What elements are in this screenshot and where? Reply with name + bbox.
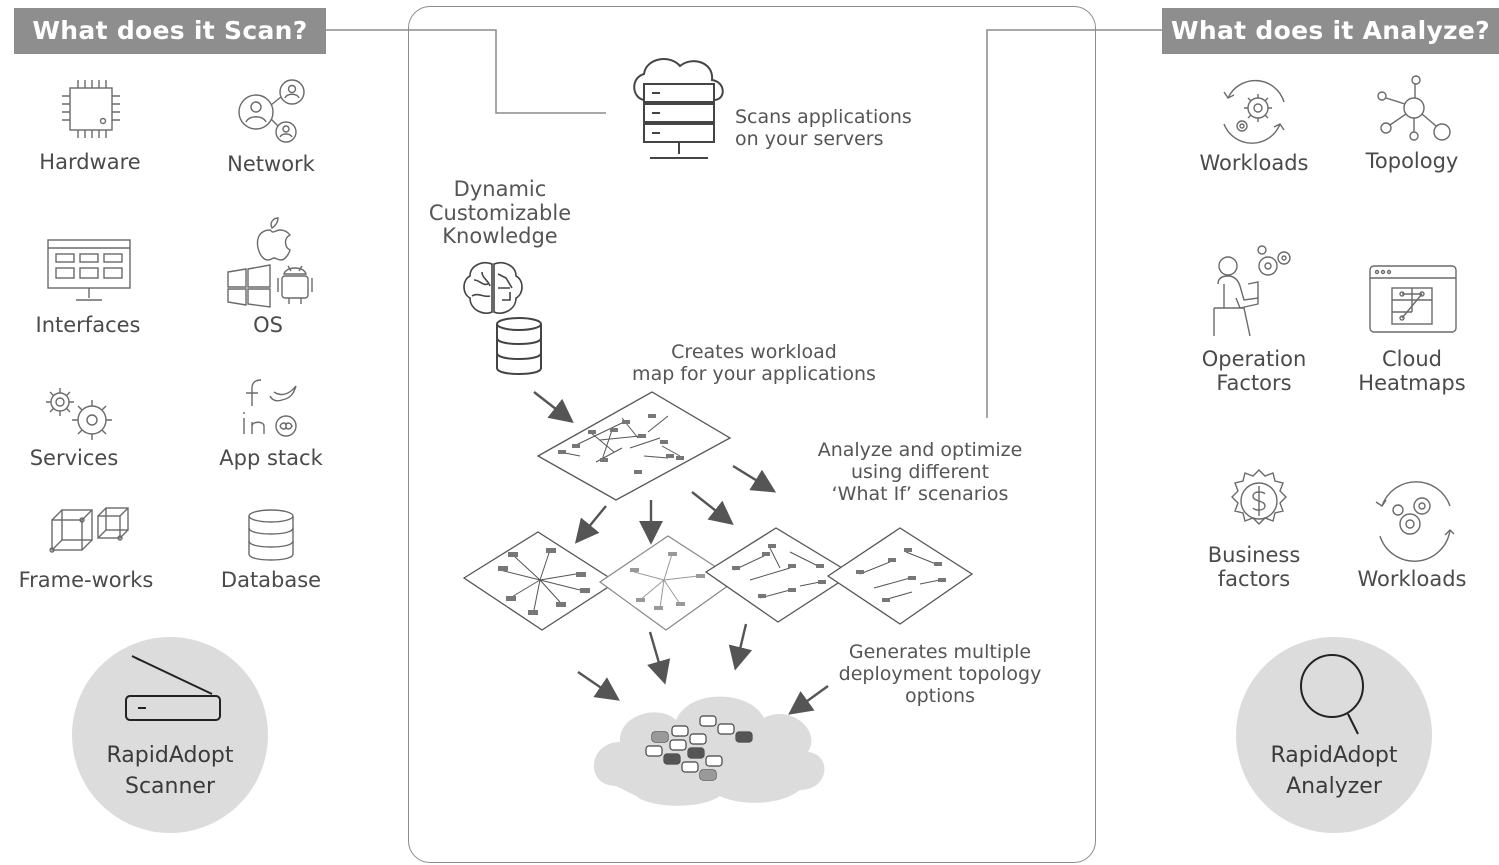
scanner-icon [125, 655, 221, 721]
cubes-icon [49, 507, 129, 553]
network-users-icon [238, 79, 305, 143]
gears-icon [46, 388, 112, 440]
scan-label-app-stack: App stack [219, 446, 323, 470]
analyze-annotation: Analyze and optimize using different ‘Wh… [817, 439, 1023, 505]
scanner-circle [72, 637, 268, 833]
workload-map-option-3 [704, 527, 854, 623]
analyze-label-business-factors: Business factors [1207, 543, 1301, 591]
process-panel [408, 6, 1096, 863]
topology-icon [1377, 75, 1451, 141]
creates-annotation: Creates workload map for your applicatio… [632, 341, 876, 385]
deployment-cloud-icon [593, 696, 825, 806]
database-icon [248, 509, 294, 561]
heatmap-window-icon [1369, 265, 1457, 333]
interface-screen-icon [47, 239, 131, 301]
workload-map-option-1 [462, 531, 618, 631]
scan-header: What does it Scan? [14, 8, 326, 54]
analyze-label-operation-factors: Operation Factors [1201, 347, 1307, 395]
brain-icon [463, 261, 523, 314]
person-gears-icon [1213, 245, 1291, 337]
gear-cycle-icon [1223, 79, 1285, 144]
dollar-gear-icon [1231, 469, 1287, 525]
workload-map-main [536, 391, 732, 501]
gear-cycle-icon [1375, 481, 1455, 562]
analyzer-circle [1236, 637, 1432, 833]
scan-label-frameworks: Frame-works [18, 568, 154, 592]
workload-map-option-4 [826, 527, 974, 625]
os-logos-icon [227, 217, 313, 308]
analyzer-label: RapidAdopt Analyzer [1270, 743, 1398, 799]
cloud-server-icon [633, 58, 724, 159]
analyze-label-workloads-2: Workloads [1357, 567, 1467, 591]
scan-label-os: OS [253, 313, 283, 337]
analyze-label-workloads-1: Workloads [1199, 151, 1309, 175]
scan-label-network: Network [227, 152, 315, 176]
knowledge-database-icon [496, 317, 542, 376]
scan-label-database: Database [220, 568, 322, 592]
scan-label-interfaces: Interfaces [35, 313, 141, 337]
knowledge-annotation: Dynamic Customizable Knowledge [428, 177, 572, 248]
social-apps-icon [243, 379, 297, 437]
generates-annotation: Generates multiple deployment topology o… [838, 641, 1042, 707]
analyze-label-topology: Topology [1365, 149, 1459, 173]
analyze-header: What does it Analyze? [1162, 8, 1499, 54]
chip-icon [62, 80, 120, 138]
scan-label-services: Services [29, 446, 119, 470]
analyze-label-cloud-heatmaps: Cloud Heatmaps [1358, 347, 1466, 395]
workload-map-option-2 [598, 535, 738, 631]
scans-annotation: Scans applications on your servers [735, 106, 912, 150]
magnifier-icon [1300, 654, 1364, 735]
scanner-label: RapidAdopt Scanner [106, 743, 234, 799]
scan-label-hardware: Hardware [39, 150, 141, 174]
